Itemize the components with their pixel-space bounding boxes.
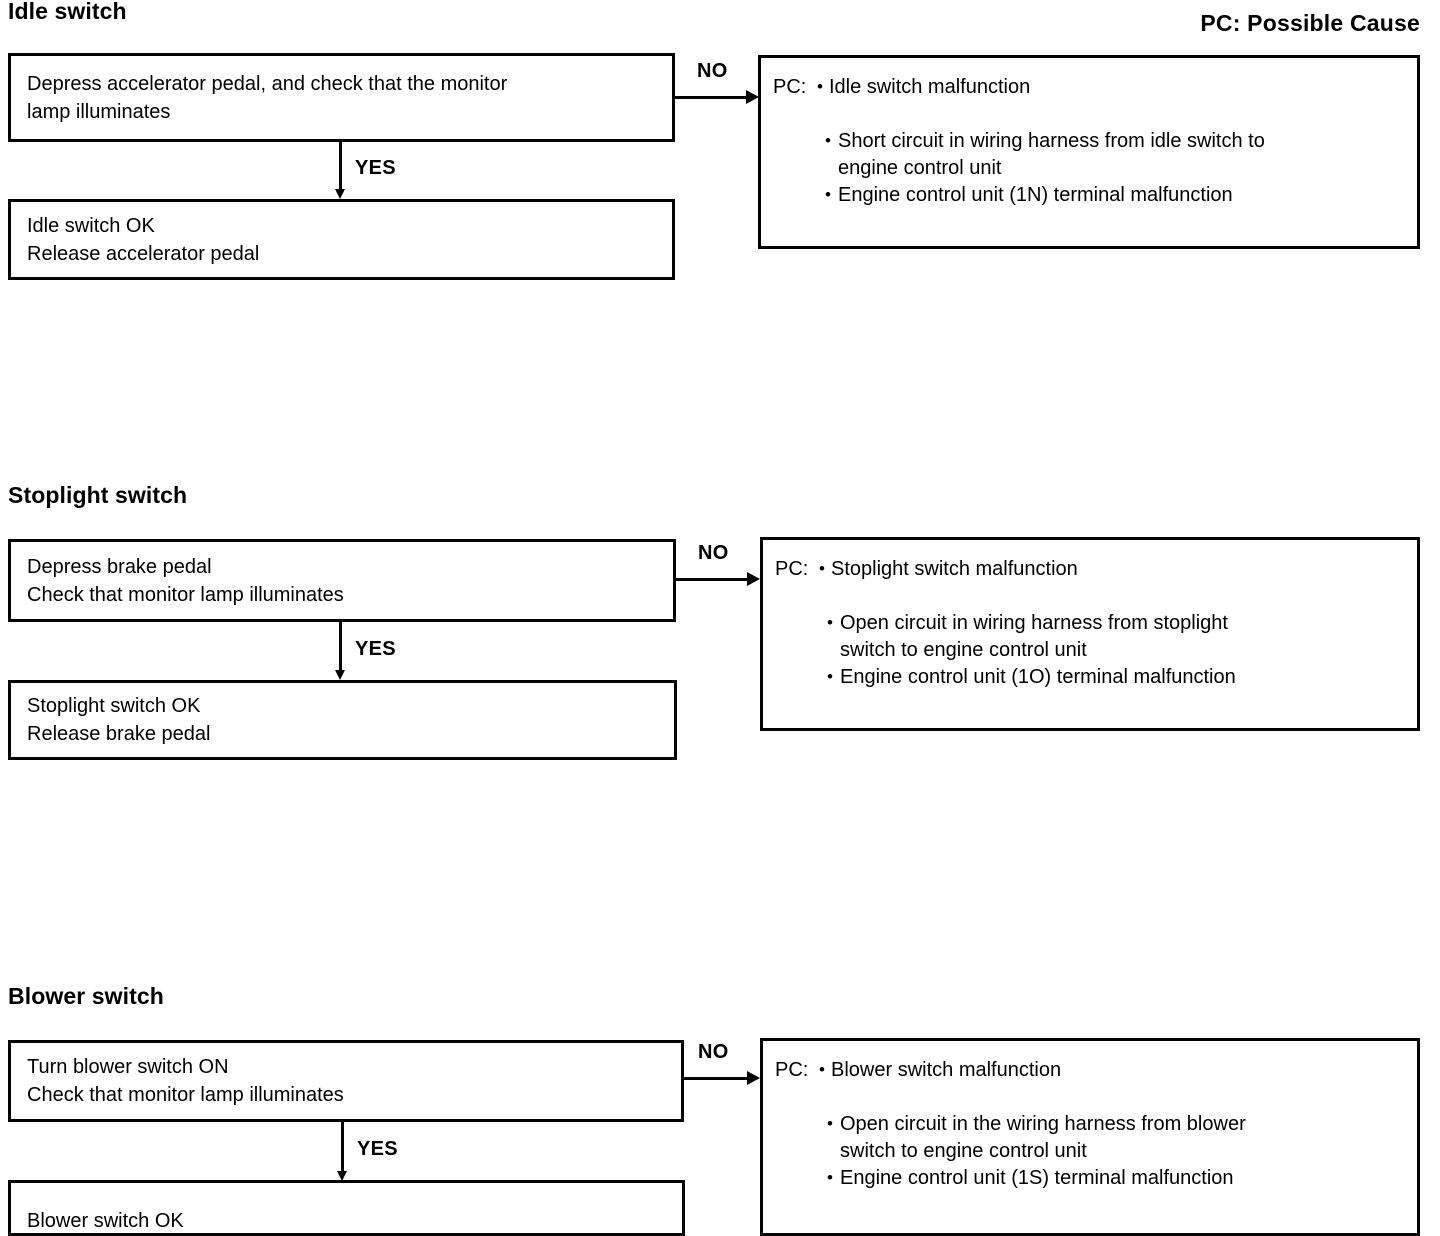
pc-box-idle-switch: PC: • Idle switch malfunction • Short ci… [758,55,1420,249]
yes-connector-arrowhead-blower [337,1171,347,1181]
ok-box-idle-switch: Idle switch OK Release accelerator pedal [8,199,675,280]
ok-box-idle-switch-text: Idle switch OK Release accelerator pedal [27,214,260,265]
pc-first-cause-blower: Blower switch malfunction [831,1059,1062,1081]
pc-cause-item: • Engine control unit (1N) terminal malf… [825,182,1407,209]
bullet-icon: • [827,667,833,686]
pc-box-blower-switch-content: PC: • Blower switch malfunction • Open c… [775,1057,1407,1192]
no-connector-line-blower [684,1077,748,1080]
pc-cause-item: • Engine control unit (1O) terminal malf… [827,664,1407,691]
check-box-idle-switch-text: Depress accelerator pedal, and check tha… [27,72,508,123]
check-box-stoplight-switch-text: Depress brake pedal Check that monitor l… [27,555,344,606]
legend-possible-cause: PC: Possible Cause [1200,10,1420,36]
pc-cause-item-text: Engine control unit (1O) terminal malfun… [840,666,1236,688]
bullet-icon: • [819,559,825,578]
ok-box-stoplight-switch: Stoplight switch OK Release brake pedal [8,680,677,760]
no-label-idle: NO [697,60,728,82]
pc-cause-list-stoplight: • Open circuit in wiring harness from st… [775,610,1407,691]
yes-connector-line-blower [341,1122,344,1174]
pc-box-stoplight-switch-content: PC: • Stoplight switch malfunction • Ope… [775,556,1407,691]
no-connector-arrowhead-stoplight [747,572,760,586]
no-connector-line-idle [675,96,747,99]
yes-connector-arrowhead-idle [335,189,345,199]
no-connector-arrowhead-blower [747,1071,760,1085]
pc-cause-item-text: Engine control unit (1S) terminal malfun… [840,1167,1234,1189]
section-title-stoplight-switch: Stoplight switch [8,482,188,508]
yes-label-idle: YES [355,157,396,179]
bullet-icon: • [825,131,831,150]
pc-cause-item: • Engine control unit (1S) terminal malf… [827,1165,1407,1192]
pc-box-stoplight-switch: PC: • Stoplight switch malfunction • Ope… [760,537,1420,731]
no-label-blower: NO [698,1041,729,1063]
yes-connector-line-stoplight [339,622,342,673]
no-connector-arrowhead-idle [746,90,759,104]
bullet-icon: • [825,185,831,204]
pc-cause-list-idle: • Short circuit in wiring harness from i… [773,128,1407,209]
pc-cause-item-text: Open circuit in the wiring harness from … [840,1113,1246,1162]
pc-label-idle: PC: [773,76,807,98]
pc-cause-item: • Short circuit in wiring harness from i… [825,128,1407,182]
section-title-idle-switch: Idle switch [8,0,127,24]
pc-label-stoplight: PC: [775,558,809,580]
ok-box-blower-switch-text: Blower switch OK [27,1210,184,1232]
bullet-icon: • [827,1168,833,1187]
check-box-blower-switch-text: Turn blower switch ON Check that monitor… [27,1056,344,1106]
pc-box-idle-switch-content: PC: • Idle switch malfunction • Short ci… [773,74,1407,209]
pc-first-cause-row-idle: PC: • Idle switch malfunction [773,74,1407,100]
no-label-stoplight: NO [698,542,729,564]
ok-box-blower-switch: Blower switch OK [8,1180,685,1236]
yes-connector-line-idle [339,142,342,192]
ok-box-stoplight-switch-text: Stoplight switch OK Release brake pedal [27,695,211,745]
bullet-icon: • [827,613,833,632]
yes-label-stoplight: YES [355,638,396,660]
check-box-idle-switch: Depress accelerator pedal, and check tha… [8,53,675,142]
pc-first-cause-row-stoplight: PC: • Stoplight switch malfunction [775,556,1407,582]
pc-label-blower: PC: [775,1059,809,1081]
bullet-icon: • [817,77,823,96]
bullet-icon: • [819,1060,825,1079]
no-connector-line-stoplight [676,578,748,581]
section-title-blower-switch: Blower switch [8,983,164,1009]
check-box-blower-switch: Turn blower switch ON Check that monitor… [8,1040,684,1122]
pc-box-blower-switch: PC: • Blower switch malfunction • Open c… [760,1038,1420,1236]
check-box-stoplight-switch: Depress brake pedal Check that monitor l… [8,539,676,622]
pc-cause-list-blower: • Open circuit in the wiring harness fro… [775,1111,1407,1192]
pc-first-cause-row-blower: PC: • Blower switch malfunction [775,1057,1407,1083]
bullet-icon: • [827,1114,833,1133]
pc-cause-item: • Open circuit in wiring harness from st… [827,610,1407,664]
pc-first-cause-stoplight: Stoplight switch malfunction [831,558,1078,580]
yes-connector-arrowhead-stoplight [335,670,345,680]
pc-cause-item-text: Engine control unit (1N) terminal malfun… [838,184,1233,206]
pc-cause-item-text: Short circuit in wiring harness from idl… [838,130,1265,179]
pc-cause-item: • Open circuit in the wiring harness fro… [827,1111,1407,1165]
pc-cause-item-text: Open circuit in wiring harness from stop… [840,612,1228,661]
yes-label-blower: YES [357,1138,398,1160]
pc-first-cause-idle: Idle switch malfunction [829,76,1031,98]
